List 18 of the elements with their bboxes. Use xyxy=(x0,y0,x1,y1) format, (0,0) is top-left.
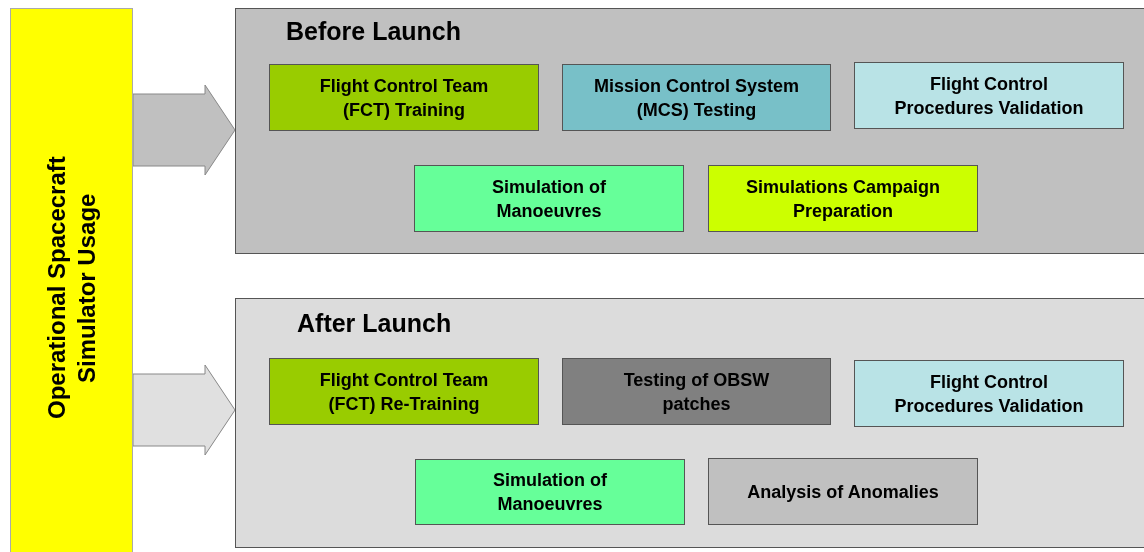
panel-title: After Launch xyxy=(297,309,452,338)
activity-box: Simulation of Manoeuvres xyxy=(414,165,684,232)
activity-box: Mission Control System (MCS) Testing xyxy=(562,64,831,131)
activity-box: Analysis of Anomalies xyxy=(708,458,978,525)
activity-box: Simulation of Manoeuvres xyxy=(415,459,685,525)
activity-box: Flight Control Team (FCT) Re-Training xyxy=(269,358,539,425)
activity-box: Testing of OBSW patches xyxy=(562,358,831,425)
phase-panel xyxy=(235,298,1144,548)
block-arrow xyxy=(132,364,236,456)
block-arrow xyxy=(132,84,236,176)
activity-box: Flight Control Procedures Validation xyxy=(854,62,1124,129)
activity-box: Flight Control Team (FCT) Training xyxy=(269,64,539,131)
phase-panel xyxy=(235,8,1144,254)
panel-title: Before Launch xyxy=(286,17,462,46)
activity-box: Flight Control Procedures Validation xyxy=(854,360,1124,427)
bar-title: Operational Spacecraft Simulator Usage xyxy=(41,155,101,422)
activity-box: Simulations Campaign Preparation xyxy=(708,165,978,232)
side-bar xyxy=(10,8,133,552)
